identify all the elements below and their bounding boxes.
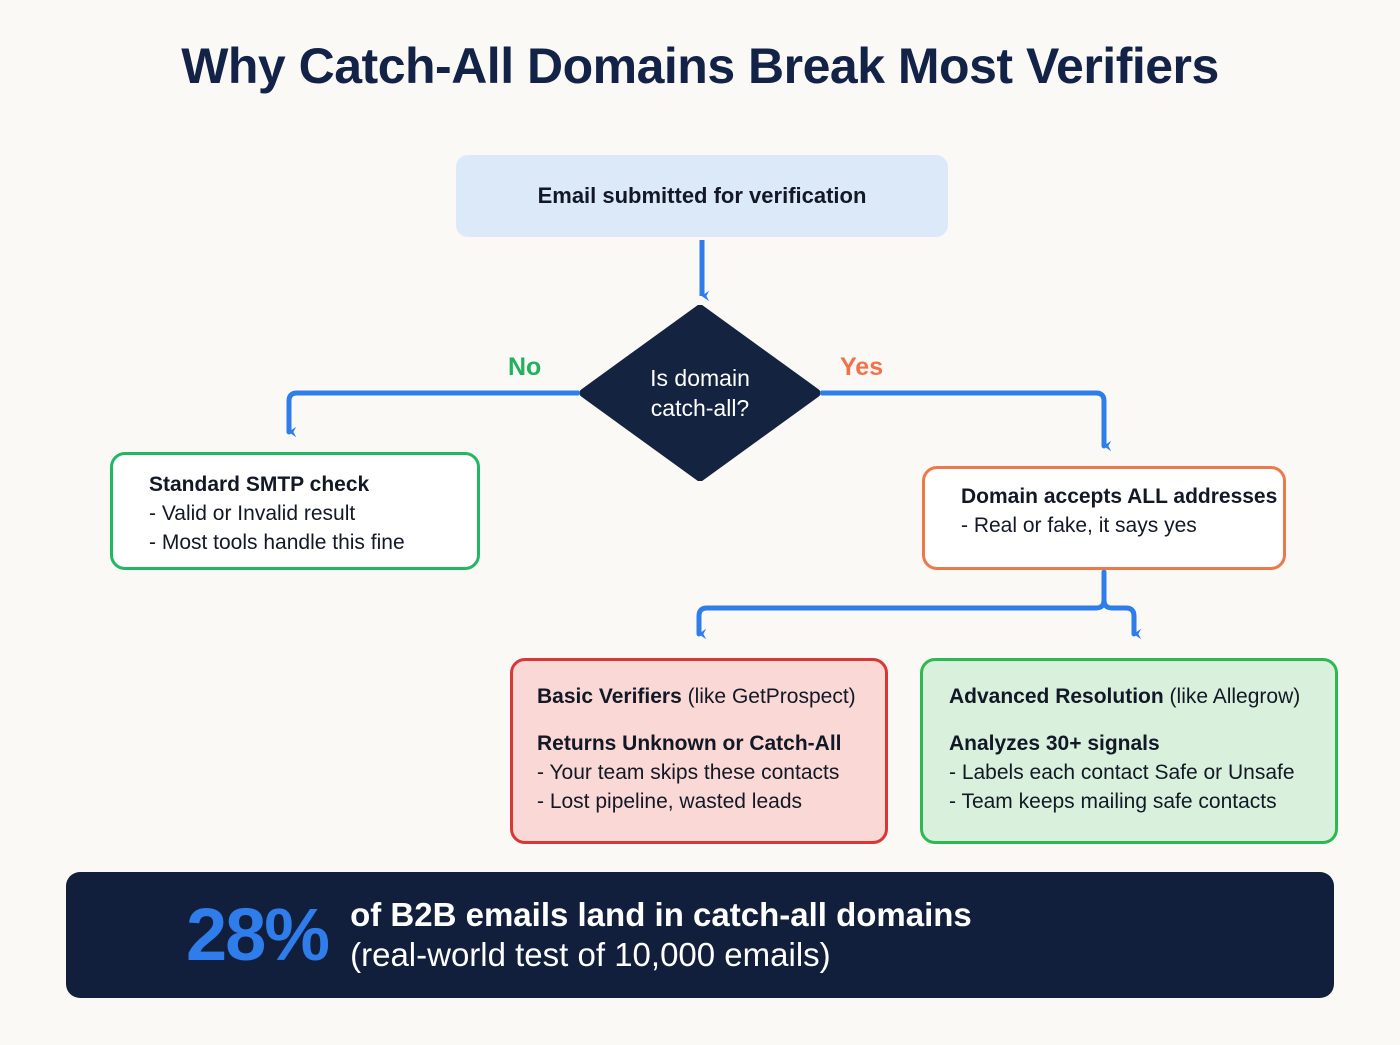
diamond-shape [580, 305, 820, 481]
basic-verifiers-bullet-2: - Lost pipeline, wasted leads [537, 789, 802, 813]
basic-verifiers-bullet-1: - Your team skips these contacts [537, 760, 840, 784]
advanced-resolution-bullet-2: - Team keeps mailing safe contacts [949, 789, 1277, 813]
stat-banner: 28% of B2B emails land in catch-all doma… [66, 872, 1334, 998]
stat-percentage: 28% [186, 893, 330, 976]
advanced-resolution-heading: Analyzes 30+ signals [949, 731, 1160, 755]
branch-label-no: No [508, 353, 542, 381]
decision-line-1: Is domain [650, 364, 750, 391]
node-standard-smtp-check: Standard SMTP check - Valid or Invalid r… [110, 452, 480, 570]
connector-to-advanced-resolution [1101, 597, 1142, 640]
stat-banner-line-2: (real-world test of 10,000 emails) [350, 936, 831, 973]
advanced-resolution-title-bold: Advanced Resolution [949, 685, 1164, 708]
stat-banner-line-1: of B2B emails land in catch-all domains [350, 895, 972, 933]
advanced-resolution-bullet-1: - Labels each contact Safe or Unsafe [949, 760, 1295, 784]
connector-no-branch [286, 390, 581, 438]
node-basic-verifiers: Basic Verifiers (like GetProspect) Retur… [510, 658, 888, 844]
decision-line-2: catch-all? [650, 395, 750, 421]
start-node-label: Email submitted for verification [537, 183, 867, 208]
connector-yes-branch [819, 390, 1112, 452]
smtp-bullet-2: - Most tools handle this fine [149, 530, 405, 554]
node-email-submitted: Email submitted for verification [456, 155, 948, 237]
branch-label-yes: Yes [840, 353, 884, 381]
accepts-all-heading: Domain accepts ALL addresses [961, 485, 1278, 508]
node-advanced-resolution: Advanced Resolution (like Allegrow) Anal… [920, 658, 1338, 844]
basic-verifiers-title-bold: Basic Verifiers [537, 685, 682, 708]
stat-banner-text: of B2B emails land in catch-all domains … [350, 895, 972, 976]
basic-verifiers-title-rest: (like GetProspect) [681, 685, 856, 708]
smtp-bullet-1: - Valid or Invalid result [149, 501, 356, 525]
smtp-heading: Standard SMTP check [149, 473, 370, 496]
accepts-all-bullet-1: - Real or fake, it says yes [961, 513, 1197, 537]
connector-to-basic-verifiers [696, 569, 1107, 640]
advanced-resolution-title-rest: (like Allegrow) [1163, 685, 1301, 708]
advanced-resolution-title: Advanced Resolution (like Allegrow) [949, 683, 1321, 712]
basic-verifiers-heading: Returns Unknown or Catch-All [537, 731, 842, 755]
node-decision-catch-all: Is domain catch-all? [580, 305, 820, 481]
basic-verifiers-title: Basic Verifiers (like GetProspect) [537, 683, 871, 712]
page-title: Why Catch-All Domains Break Most Verifie… [181, 38, 1219, 94]
decision-text: Is domain catch-all? [580, 305, 820, 481]
node-domain-accepts-all: Domain accepts ALL addresses - Real or f… [922, 466, 1286, 570]
